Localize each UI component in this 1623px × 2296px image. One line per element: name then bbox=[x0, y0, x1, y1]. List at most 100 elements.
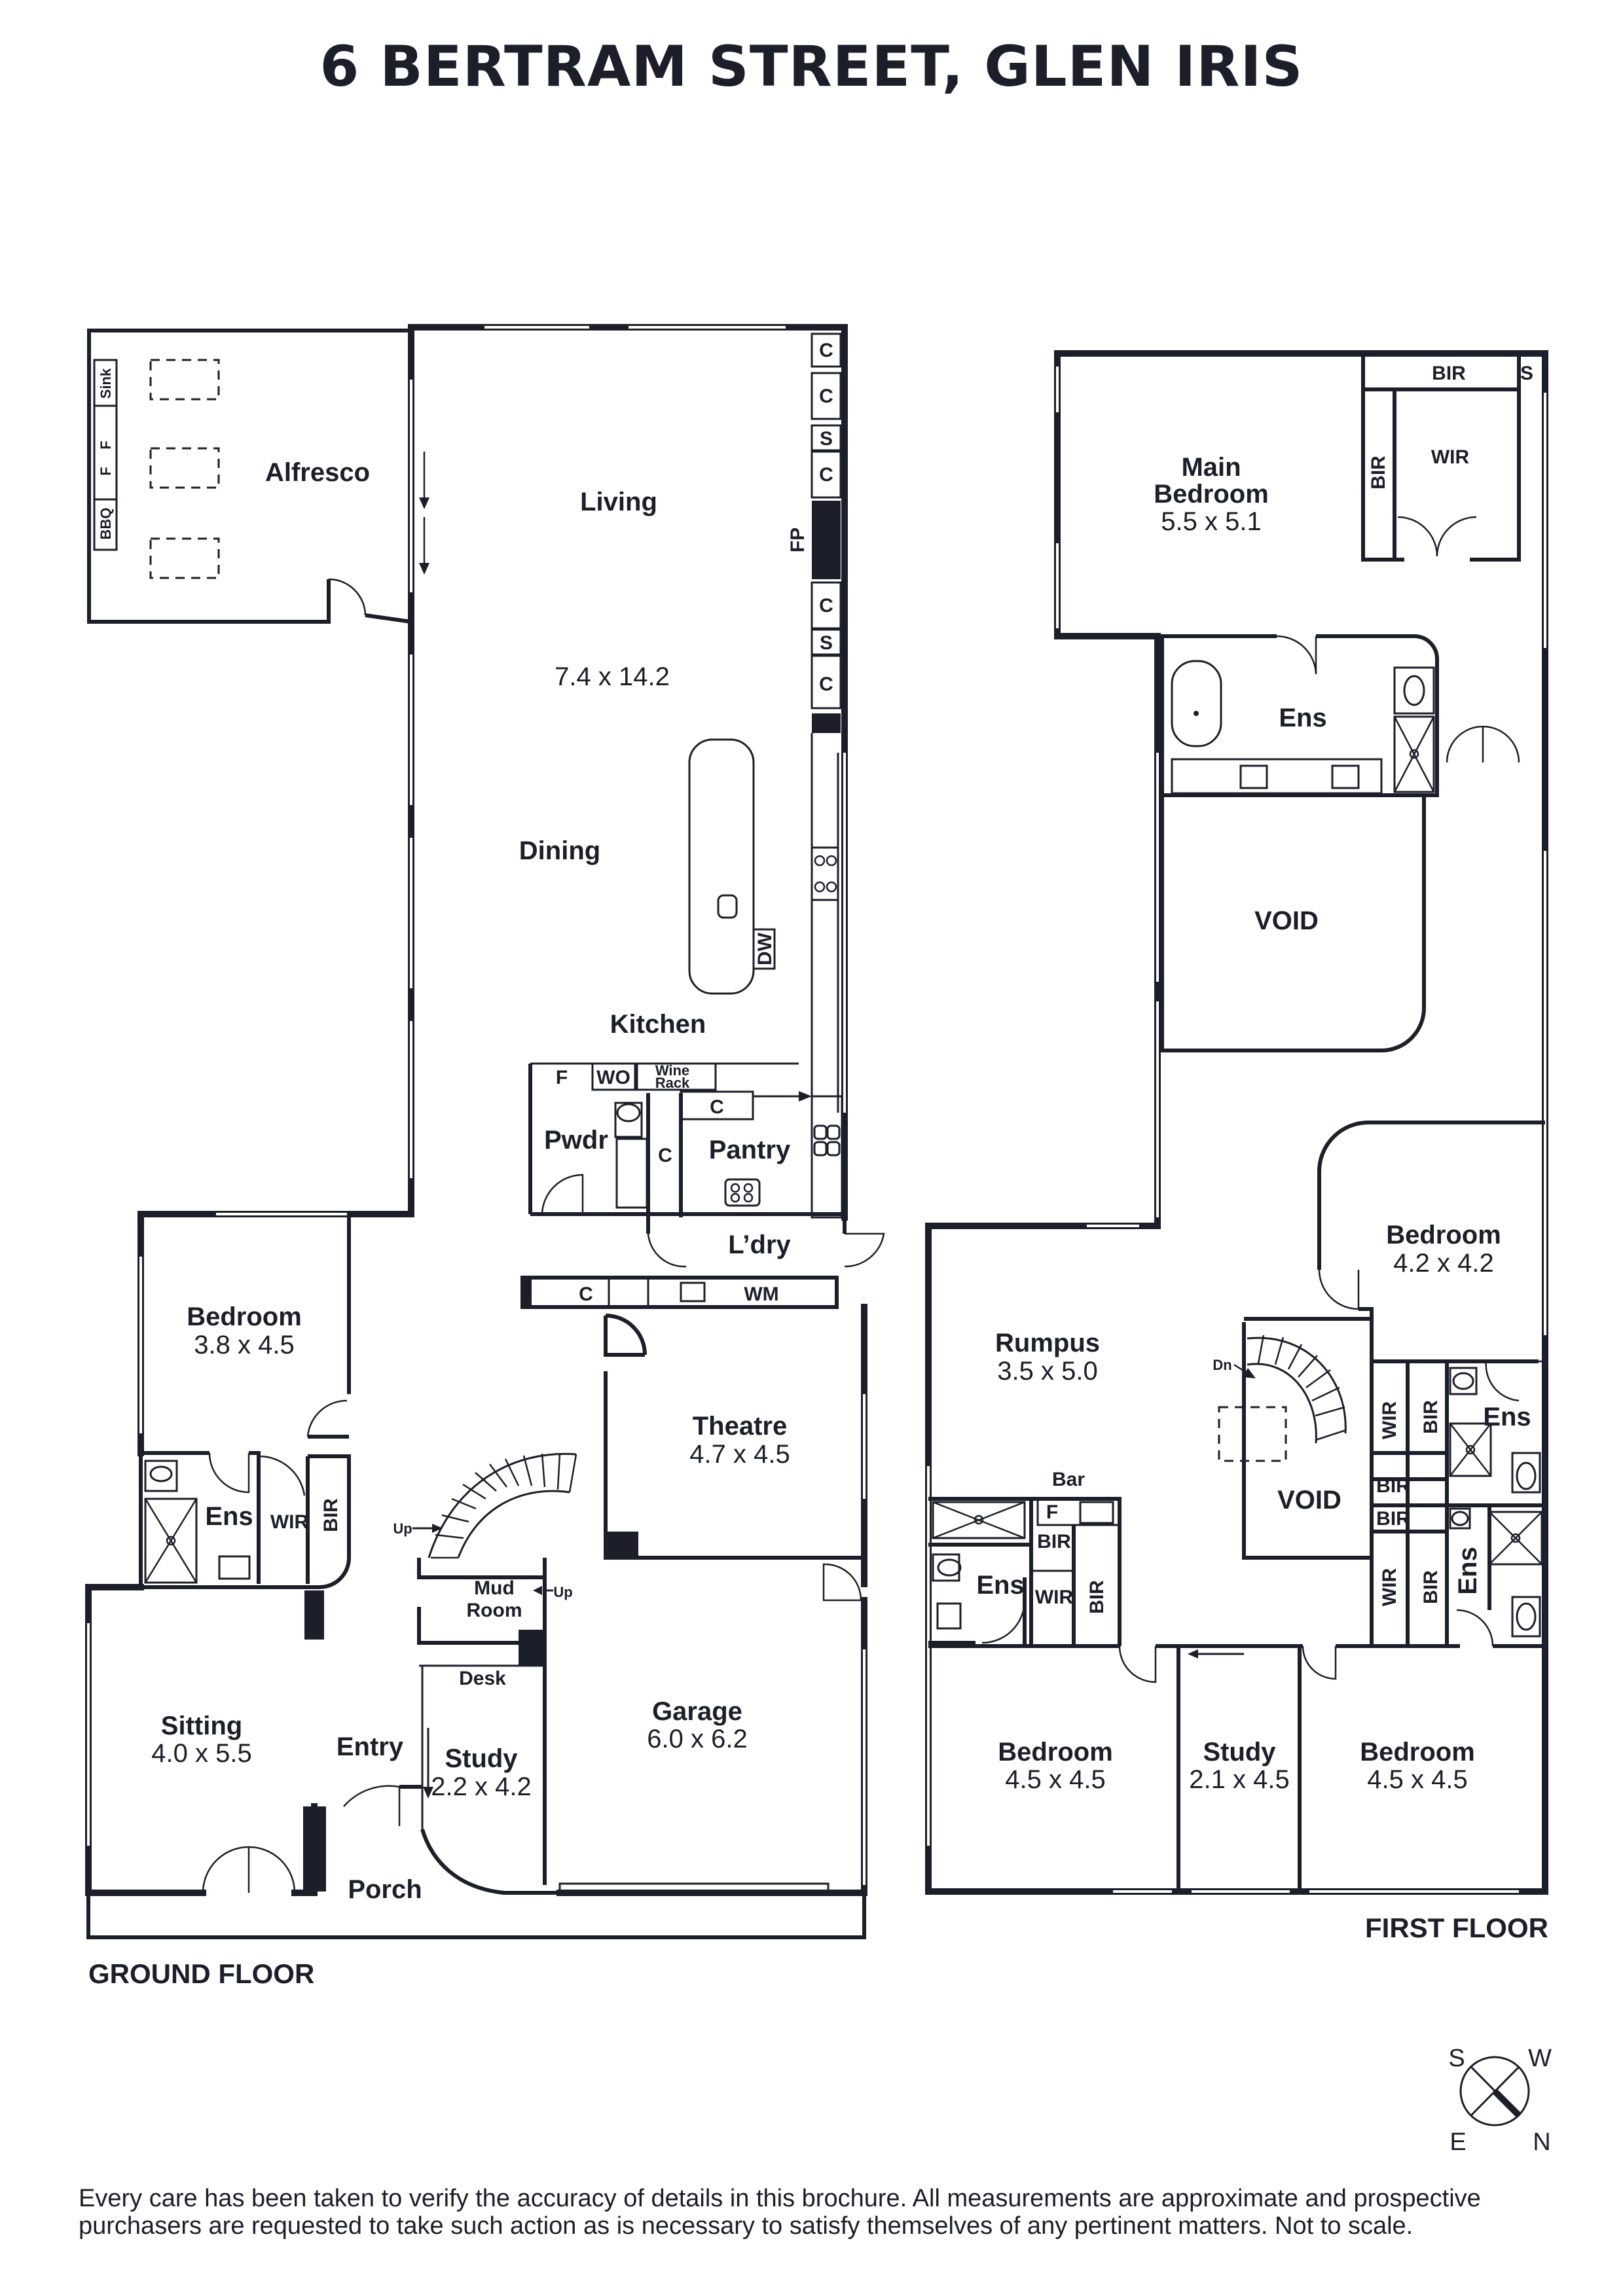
ground-bir-label: BIR bbox=[320, 1498, 342, 1532]
compass: S W E N bbox=[1448, 2045, 1552, 2156]
mud-room-label-2: Room bbox=[467, 1600, 522, 1621]
bedroom-ne-label: Bedroom bbox=[1386, 1221, 1501, 1249]
page-title: 6 BERTRAM STREET, GLEN IRIS bbox=[319, 34, 1304, 99]
stair-down-label: Dn bbox=[1213, 1357, 1231, 1373]
mud-up-label: Up bbox=[553, 1584, 572, 1600]
wine-rack-label-2: Rack bbox=[655, 1075, 690, 1091]
ground-ens-label: Ens bbox=[205, 1502, 253, 1531]
living-dims: 7.4 x 14.2 bbox=[555, 662, 670, 691]
bedroom-sw-dims: 4.5 x 4.5 bbox=[1005, 1765, 1105, 1794]
rumpus-dims: 3.5 x 5.0 bbox=[997, 1357, 1097, 1386]
ground-bedroom-walls bbox=[137, 1211, 414, 1640]
ground-study-label: Study bbox=[445, 1744, 518, 1773]
cupboard-label-3: C bbox=[819, 464, 833, 486]
cupboard-label-8: C bbox=[579, 1283, 593, 1305]
entry-label: Entry bbox=[337, 1732, 404, 1761]
dishwasher-label: DW bbox=[754, 932, 776, 965]
main-ens-label: Ens bbox=[1279, 704, 1326, 732]
shelf-label-2: S bbox=[820, 632, 833, 654]
first-floor-plan bbox=[925, 350, 1548, 1895]
rumpus-label: Rumpus bbox=[995, 1329, 1100, 1357]
alfresco-label: Alfresco bbox=[265, 458, 370, 487]
disclaimer-text: Every care has been taken to verify the … bbox=[79, 2185, 1481, 2240]
first-bir-e3-label: BIR bbox=[1376, 1508, 1410, 1530]
porch-label: Porch bbox=[348, 1875, 422, 1904]
compass-s-label: S bbox=[1448, 2045, 1465, 2072]
first-study-label: Study bbox=[1203, 1738, 1276, 1767]
main-bedroom-label-1: Main bbox=[1181, 453, 1241, 482]
ground-floor-plan bbox=[85, 324, 885, 1939]
first-west-wet-areas bbox=[928, 1497, 1122, 1646]
mud-room-label-1: Mud bbox=[474, 1577, 515, 1599]
cupboard-label-2: C bbox=[819, 386, 833, 407]
compass-e-label: E bbox=[1450, 2128, 1466, 2156]
first-ensuite-walls bbox=[1158, 634, 1520, 797]
ground-floor-labels: Sink F F BBQ Alfresco C C S C FP C S C L… bbox=[88, 340, 833, 1989]
fridge-label-3: F bbox=[556, 1067, 568, 1088]
ground-staircase bbox=[412, 1452, 577, 1559]
ground-wir-label: WIR bbox=[270, 1511, 309, 1533]
first-floor-label: FIRST FLOOR bbox=[1365, 1912, 1548, 1943]
sink-label: Sink bbox=[98, 368, 114, 399]
fridge-label-1: F bbox=[98, 440, 114, 449]
void-lower-label: VOID bbox=[1277, 1486, 1341, 1515]
dining-label: Dining bbox=[519, 836, 600, 865]
first-bir-w1-label: BIR bbox=[1037, 1531, 1071, 1552]
garage-label: Garage bbox=[652, 1697, 742, 1726]
ground-front-walls bbox=[85, 1554, 867, 1939]
ground-service-rooms bbox=[528, 1062, 845, 1219]
first-wir-e2-label: WIR bbox=[1379, 1568, 1400, 1607]
bar-label: Bar bbox=[1052, 1469, 1085, 1490]
ground-exterior-walls bbox=[408, 324, 848, 1221]
compass-n-label: N bbox=[1533, 2128, 1550, 2156]
first-bir-e1-label: BIR bbox=[1420, 1400, 1442, 1434]
wine-rack-label-1: Wine bbox=[655, 1062, 689, 1079]
fireplace-label: FP bbox=[787, 528, 809, 552]
cupboard-label-4: C bbox=[819, 595, 833, 617]
bedroom-se-label: Bedroom bbox=[1360, 1738, 1475, 1767]
first-wir-w-label: WIR bbox=[1035, 1587, 1074, 1608]
first-wir-main-label: WIR bbox=[1431, 446, 1470, 468]
bedroom-se-dims: 4.5 x 4.5 bbox=[1367, 1765, 1467, 1794]
main-bedroom-dims: 5.5 x 5.1 bbox=[1161, 507, 1261, 536]
kitchen-label: Kitchen bbox=[610, 1010, 706, 1039]
garage-dims: 6.0 x 6.2 bbox=[647, 1725, 747, 1753]
ground-laundry bbox=[520, 1217, 885, 1309]
bar-fridge-label: F bbox=[1046, 1501, 1058, 1523]
first-bir-e4-label: BIR bbox=[1420, 1570, 1442, 1604]
pantry-label: Pantry bbox=[709, 1136, 791, 1164]
first-bir-e2-label: BIR bbox=[1376, 1475, 1410, 1497]
main-bedroom-label-2: Bedroom bbox=[1154, 480, 1269, 509]
ground-study-dims: 2.2 x 4.2 bbox=[431, 1772, 531, 1801]
first-ens-e1-label: Ens bbox=[1483, 1403, 1531, 1431]
bedroom-ne-dims: 4.2 x 4.2 bbox=[1393, 1249, 1493, 1278]
ground-theatre-walls bbox=[604, 1304, 867, 1561]
first-ens-w-label: Ens bbox=[976, 1571, 1024, 1600]
stair-up-label: Up bbox=[393, 1520, 412, 1537]
sitting-dims: 4.0 x 5.5 bbox=[151, 1739, 251, 1768]
ground-bedroom-dims: 3.8 x 4.5 bbox=[194, 1331, 294, 1359]
bbq-label: BBQ bbox=[98, 508, 114, 540]
ground-bedroom-label: Bedroom bbox=[187, 1302, 302, 1331]
living-label: Living bbox=[580, 488, 657, 516]
first-void-walls bbox=[1160, 795, 1426, 1052]
ground-floor-label: GROUND FLOOR bbox=[88, 1958, 314, 1989]
first-bir-side-label: BIR bbox=[1368, 456, 1389, 490]
bedroom-sw-label: Bedroom bbox=[998, 1738, 1113, 1767]
theatre-label: Theatre bbox=[693, 1412, 788, 1441]
sitting-label: Sitting bbox=[161, 1712, 242, 1740]
first-wir-e1-label: WIR bbox=[1379, 1401, 1400, 1440]
shelf-label-1: S bbox=[820, 428, 833, 450]
cupboard-label-5: C bbox=[819, 673, 833, 695]
first-study-dims: 2.1 x 4.5 bbox=[1189, 1765, 1289, 1794]
void-upper-label: VOID bbox=[1254, 906, 1319, 935]
cupboard-label-6: C bbox=[710, 1096, 724, 1118]
laundry-label: L’dry bbox=[728, 1230, 791, 1259]
first-bir-top-label: BIR bbox=[1432, 363, 1466, 384]
cupboard-label-7: C bbox=[658, 1145, 672, 1166]
fridge-label-2: F bbox=[98, 467, 114, 475]
wall-oven-label: WO bbox=[596, 1067, 630, 1088]
alfresco-area bbox=[87, 329, 429, 624]
first-s-label: S bbox=[1520, 363, 1533, 384]
